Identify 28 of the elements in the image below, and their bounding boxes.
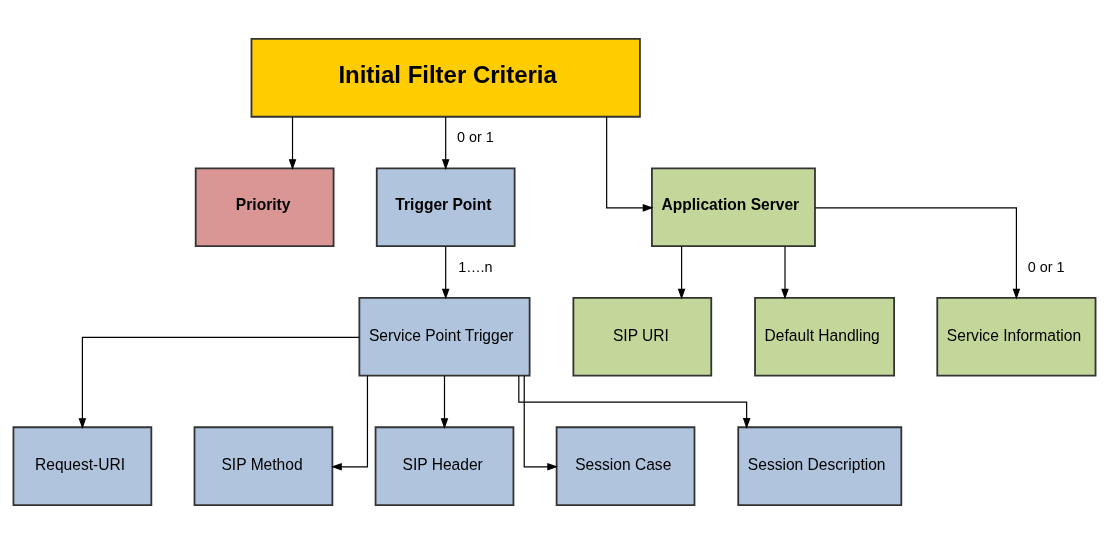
node-box: SIP Method (193, 425, 334, 506)
edge-label: 0 or 1 (1027, 258, 1065, 275)
arrow (677, 245, 686, 299)
arrow (814, 206, 1021, 300)
arrow (523, 374, 559, 471)
edge-label: 1….n (458, 258, 493, 275)
arrow (781, 245, 789, 299)
node-box: SIP Header (374, 425, 515, 506)
node-box: Default Handling (754, 296, 895, 377)
node-box: Trigger Point (375, 166, 516, 247)
arrow (78, 336, 360, 429)
arrow (518, 374, 751, 429)
node-box: SIP URI (572, 296, 713, 377)
edge-label: 0 or 1 (456, 128, 494, 145)
arrow (441, 245, 450, 299)
arrow (440, 374, 449, 429)
node-box: Initial Filter Criteria (250, 37, 641, 118)
node-box: Session Description (737, 425, 903, 506)
node-box: Priority (194, 166, 335, 247)
node-box: Service Information (936, 296, 1097, 377)
node-box: Service Point Trigger (358, 296, 531, 377)
node-box: Session Case (555, 425, 696, 506)
arrow (606, 115, 654, 212)
arrow (441, 115, 450, 170)
arrow (331, 374, 369, 471)
node-box: Application Server (651, 166, 816, 247)
node-box: Request-URI (12, 425, 153, 506)
arrow (288, 115, 297, 170)
